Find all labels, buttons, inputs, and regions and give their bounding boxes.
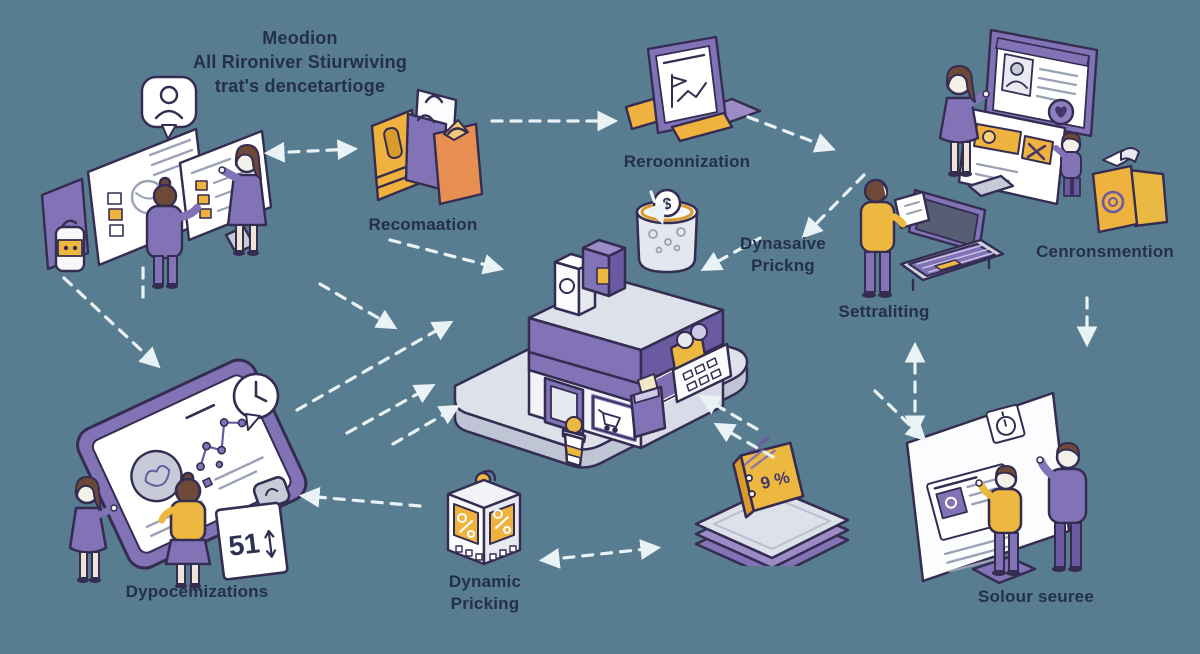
label-dynamic-pricing-right: Dynasaive Prickng <box>740 234 826 275</box>
document-monitor-icon <box>646 35 728 135</box>
label-retargeting: Settraliting <box>838 302 930 321</box>
jar-icon <box>54 219 86 273</box>
shopping-cart-icon <box>598 409 621 433</box>
coffee-cup-icon <box>561 416 587 468</box>
discount-tag-icon: 9 % <box>732 436 805 519</box>
dynamic-pricing-box-icon <box>446 469 522 566</box>
chart-badge-icon <box>130 449 183 503</box>
title-text: Meodion All Rironiver Stiurwiving trat's… <box>150 26 450 98</box>
title-line-3: trat's dencetartioge <box>214 76 386 96</box>
scene-left-workshop <box>40 75 273 289</box>
label-dynamic-pricing-bottom: Dynamic Pricking <box>448 572 522 613</box>
man-yellow <box>975 465 1023 576</box>
up-down-arrows-icon <box>264 529 277 558</box>
percent-tag-platform: 9 % <box>694 436 850 566</box>
shopping-bags-icon <box>370 88 484 206</box>
stopwatch-card-icon <box>985 404 1026 444</box>
laptop-icon <box>899 188 1005 292</box>
title-line-2: All Rironiver Stiurwiving <box>192 52 408 72</box>
woman-center <box>158 471 212 588</box>
person-back <box>145 176 201 289</box>
purple-box-icon <box>581 238 627 298</box>
scene-source-board <box>905 391 1088 585</box>
scene-laptop <box>859 178 1005 298</box>
scene-right-profile <box>938 28 1169 234</box>
yellow-shopping-bags-icon <box>1091 147 1169 234</box>
scene-recognition-monitor <box>624 35 762 143</box>
metric-value: 51 <box>227 527 262 562</box>
woman-left <box>68 476 118 583</box>
checkout-till-icon <box>669 323 733 404</box>
man-purple <box>1036 442 1088 572</box>
clock-bubble-icon <box>232 372 280 431</box>
scene-analytics-dashboard: 51 <box>68 358 308 588</box>
scene-central-store: $ <box>453 188 749 469</box>
person-pointing <box>218 144 268 256</box>
purple-gift-bag-icon <box>629 373 667 439</box>
man-with-tablet <box>859 178 931 298</box>
dollar-symbol: $ <box>663 196 672 213</box>
metric-card: 51 <box>214 501 289 581</box>
label-optimizations: Dypocemizations <box>125 582 269 601</box>
label-recognition: Reroonnization <box>623 152 751 171</box>
kid-figure <box>1053 132 1082 197</box>
small-laptop <box>967 174 1015 198</box>
label-personalization: Cenronsmention <box>1036 242 1174 261</box>
woman-pointing <box>938 65 990 177</box>
user-avatar-bubble-icon <box>140 75 198 140</box>
title-line-1: Meodion <box>262 28 338 48</box>
label-source: Solour seuree <box>978 587 1094 606</box>
profile-screen <box>983 28 1099 138</box>
label-recommendation: Recomaation <box>368 215 478 234</box>
dollar-jar-icon: $ <box>635 188 699 274</box>
